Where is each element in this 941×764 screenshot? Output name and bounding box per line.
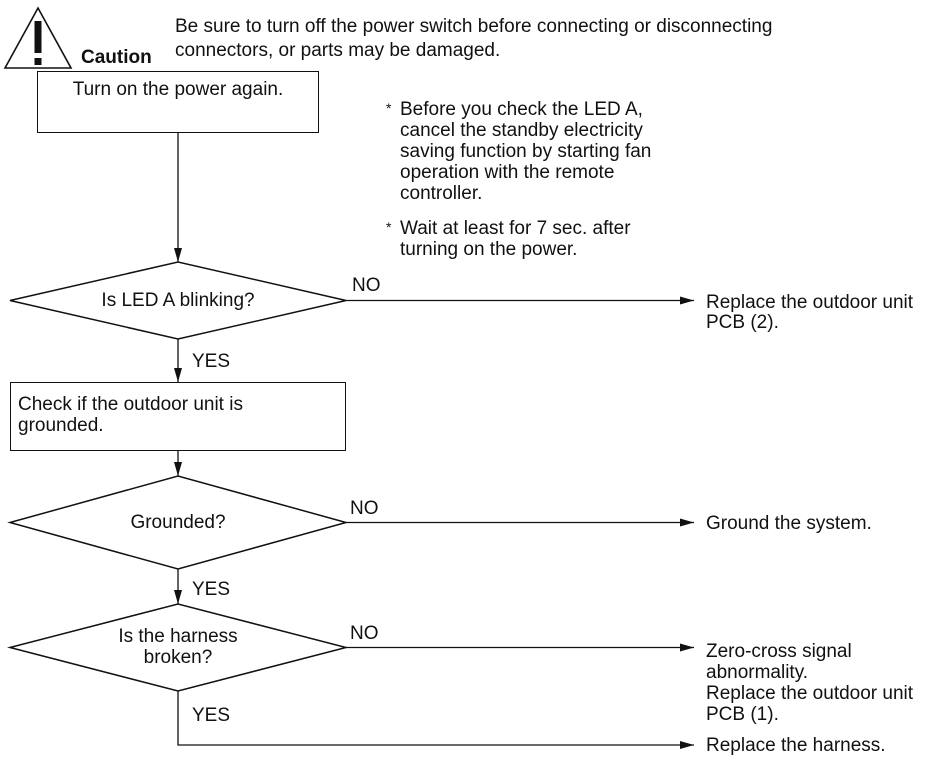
outcome-zero-cross-line2: abnormality. [706,662,809,683]
decision-harness-line2: broken? [143,647,213,668]
note-line: Before you check the LED A, [400,99,643,120]
decision-led-blinking-text: Is LED A blinking? [101,290,255,311]
led-yes-label: YES [192,351,231,372]
grounded-no-label: NO [350,498,379,519]
outcome-ground-system: Ground the system. [706,513,872,534]
note-line: cancel the standby electricity [400,120,643,141]
note-led-standby: * Before you check the LED A, cancel the … [386,98,651,204]
caution-message-line1: Be sure to turn off the power switch bef… [175,16,773,37]
outcome-zero-cross-line4: PCB (1). [706,704,779,725]
outcome-zero-cross-line3: Replace the outdoor unit [706,683,914,704]
note-line: operation with the remote [400,162,615,183]
note-wait-time: * Wait at least for 7 sec. after turning … [386,217,631,260]
step-power-on-box [37,71,319,133]
step-check-ground-line1: Check if the outdoor unit is [18,394,243,415]
outcome-zero-cross-line1: Zero-cross signal [706,641,852,662]
outcome-replace-pcb2-line2: PCB (2). [706,312,779,333]
step-check-ground-line2: grounded. [18,415,104,436]
note-line: turning on the power. [400,239,578,260]
step-power-on-text: Turn on the power again. [72,79,284,100]
harness-yes-label: YES [192,705,231,726]
step-check-ground-box [10,382,346,451]
caution-icon [3,6,73,69]
note-line: saving function by starting fan [400,141,652,162]
note-line: controller. [400,183,483,204]
caution-label: Caution [81,47,152,68]
harness-no-label: NO [350,623,379,644]
note-line: Wait at least for 7 sec. after [400,218,631,239]
grounded-yes-label: YES [192,579,231,600]
caution-message-line2: connectors, or parts may be damaged. [175,40,501,61]
outcome-replace-harness: Replace the harness. [706,735,886,756]
decision-harness-line1: Is the harness [118,626,238,647]
led-no-label: NO [352,275,381,296]
note-bullet: * [386,100,392,116]
note-bullet: * [386,219,392,235]
decision-grounded-text: Grounded? [130,512,226,533]
outcome-replace-pcb2-line1: Replace the outdoor unit [706,292,914,313]
arrow-harness-yes [177,691,694,749]
